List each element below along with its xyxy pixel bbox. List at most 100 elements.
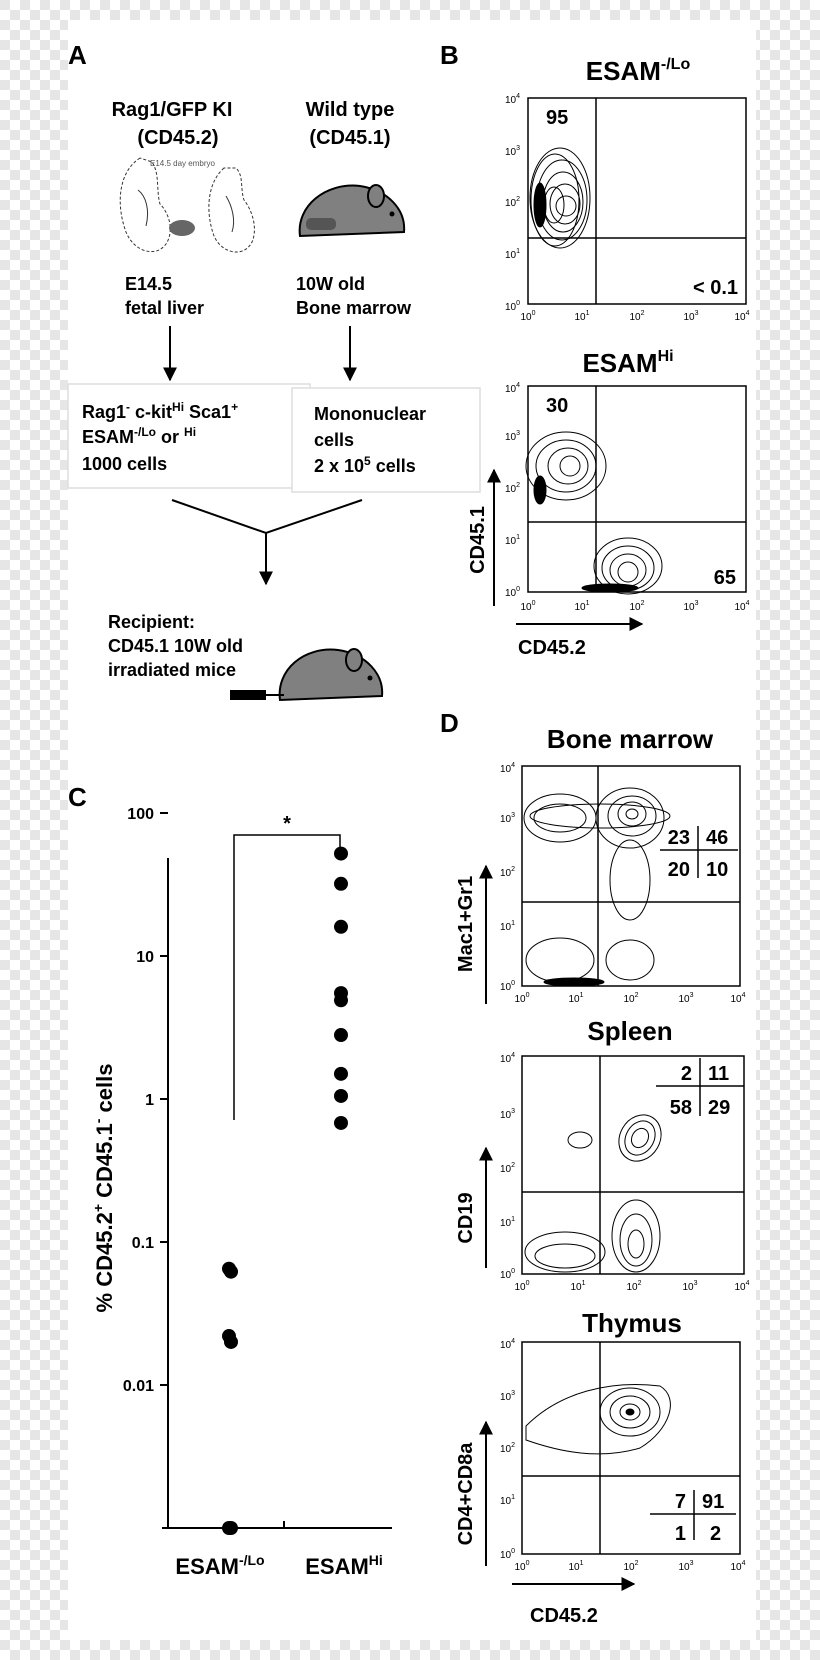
svg-text:101: 101 bbox=[500, 1494, 515, 1507]
data-point bbox=[334, 1028, 348, 1043]
svg-text:101: 101 bbox=[568, 992, 583, 1005]
svg-text:100: 100 bbox=[514, 992, 529, 1005]
svg-text:103: 103 bbox=[500, 812, 515, 825]
data-points bbox=[222, 846, 348, 1535]
panel-c-letter: C bbox=[68, 782, 87, 812]
data-point bbox=[334, 846, 348, 861]
recipient-line-1: Recipient: bbox=[108, 612, 195, 632]
svg-text:104: 104 bbox=[734, 600, 749, 613]
svg-text:102: 102 bbox=[505, 196, 520, 209]
flow-plot-esam-hi: ESAMHi 30 65 100 101 102 bbox=[505, 348, 750, 613]
quadrant-ll: 58 bbox=[670, 1097, 692, 1119]
x-tick-labels: 100 101 102 103 104 bbox=[520, 310, 749, 323]
svg-text:101: 101 bbox=[570, 1280, 585, 1293]
flow-plot-spleen: Spleen 2 11 58 29 100 1 bbox=[455, 1016, 750, 1293]
c-y-axis-label: % CD45.2+ CD45.1- cells bbox=[90, 1064, 117, 1313]
svg-text:101: 101 bbox=[574, 600, 589, 613]
svg-text:100: 100 bbox=[500, 980, 515, 993]
wildtype-mouse-icon bbox=[298, 184, 406, 238]
x-tick-labels: 100 101 102 103 104 bbox=[514, 992, 745, 1005]
donor-label-2: (CD45.2) bbox=[137, 127, 218, 149]
y-tick-labels: 100 101 102 103 104 bbox=[505, 382, 520, 599]
plot-title: ESAMHi bbox=[582, 348, 673, 378]
d-x-axis-label: CD45.2 bbox=[530, 1605, 598, 1627]
quadrant-ll: 1 bbox=[675, 1523, 686, 1545]
svg-text:103: 103 bbox=[683, 310, 698, 323]
svg-text:100: 100 bbox=[520, 600, 535, 613]
svg-text:100: 100 bbox=[514, 1560, 529, 1573]
support-cells-box bbox=[291, 387, 481, 493]
svg-text:101: 101 bbox=[568, 1560, 583, 1573]
wt-label-1: Wild type bbox=[306, 99, 395, 121]
data-point bbox=[334, 876, 348, 891]
donor-cells-line-2: ESAM-/Lo or Hi bbox=[82, 425, 196, 447]
wt-label-2: (CD45.1) bbox=[309, 127, 390, 149]
quadrant-upper-left: 95 bbox=[546, 107, 568, 129]
svg-text:101: 101 bbox=[505, 534, 520, 547]
panel-b: B ESAM-/Lo 95 < 0.1 100 101 102 bbox=[440, 40, 750, 659]
y-tick-label: 0.1 bbox=[132, 1235, 154, 1252]
panel-a: A Rag1/GFP KI (CD45.2) Wild type (CD45.1… bbox=[67, 40, 481, 702]
svg-text:103: 103 bbox=[505, 145, 520, 158]
embryo-sketch: E14.5 day embryo bbox=[105, 150, 275, 262]
svg-text:104: 104 bbox=[505, 93, 520, 106]
significance-star: * bbox=[283, 813, 291, 835]
svg-text:104: 104 bbox=[500, 1052, 515, 1065]
category-label-esam-lo: ESAM-/Lo bbox=[175, 1552, 264, 1579]
recipient-mouse-icon bbox=[230, 648, 384, 702]
svg-text:103: 103 bbox=[500, 1390, 515, 1403]
quadrant-ul: 7 bbox=[675, 1491, 686, 1513]
panel-b-letter: B bbox=[440, 40, 459, 70]
flow-plot-bone-marrow: Bone marrow 23 46 20 10 bbox=[455, 724, 746, 1005]
bm-y-axis-label: Mac1+Gr1 bbox=[455, 876, 477, 972]
svg-text:101: 101 bbox=[574, 310, 589, 323]
svg-text:104: 104 bbox=[734, 310, 749, 323]
quadrant-lower-right: 65 bbox=[714, 567, 736, 589]
donor-label-1: Rag1/GFP KI bbox=[112, 99, 233, 121]
population-contour bbox=[529, 147, 591, 249]
flow-plot-esam-lo: ESAM-/Lo 95 < 0.1 100 101 102 103 bbox=[505, 56, 750, 323]
plot-title: Bone marrow bbox=[547, 724, 714, 754]
quadrant-upper-left: 30 bbox=[546, 395, 568, 417]
svg-text:102: 102 bbox=[623, 992, 638, 1005]
data-point bbox=[224, 1264, 238, 1279]
x-tick-labels: 100 101 102 103 104 bbox=[514, 1560, 745, 1573]
plot-title: Thymus bbox=[582, 1308, 682, 1338]
donor-cells-box bbox=[67, 383, 311, 489]
data-point bbox=[334, 1088, 348, 1103]
significance-bracket bbox=[233, 834, 341, 1120]
quadrant-ul: 2 bbox=[681, 1063, 692, 1085]
svg-text:103: 103 bbox=[678, 1560, 693, 1573]
plot-title: Spleen bbox=[587, 1016, 672, 1046]
svg-text:100: 100 bbox=[505, 300, 520, 313]
data-point bbox=[334, 993, 348, 1008]
svg-text:103: 103 bbox=[682, 1280, 697, 1293]
population-contour bbox=[523, 787, 671, 987]
donor-cells-line-1: Rag1- c-kitHi Sca1+ bbox=[82, 400, 238, 422]
panel-d-letter: D bbox=[440, 708, 459, 738]
svg-text:101: 101 bbox=[500, 920, 515, 933]
svg-text:100: 100 bbox=[505, 586, 520, 599]
quadrant-lower-right: < 0.1 bbox=[693, 277, 738, 299]
svg-text:102: 102 bbox=[626, 1280, 641, 1293]
y-tick-label: 0.01 bbox=[123, 1378, 154, 1395]
svg-text:103: 103 bbox=[500, 1108, 515, 1121]
svg-text:100: 100 bbox=[520, 310, 535, 323]
y-tick-labels: 100 101 102 103 104 bbox=[500, 1338, 515, 1561]
b-x-axis-label: CD45.2 bbox=[518, 637, 586, 659]
support-cells-line-1: Mononuclear bbox=[314, 404, 426, 424]
thymus-y-axis-label: CD4+CD8a bbox=[455, 1442, 477, 1546]
source-1a: E14.5 bbox=[125, 274, 172, 294]
recipient-line-2: CD45.1 10W old bbox=[108, 636, 243, 656]
sketch-caption: E14.5 day embryo bbox=[150, 159, 215, 168]
data-point bbox=[334, 919, 348, 934]
svg-text:100: 100 bbox=[514, 1280, 529, 1293]
svg-text:100: 100 bbox=[500, 1548, 515, 1561]
svg-text:104: 104 bbox=[505, 382, 520, 395]
population-contour bbox=[525, 431, 663, 595]
svg-text:104: 104 bbox=[500, 762, 515, 775]
data-point bbox=[334, 1115, 348, 1130]
svg-text:102: 102 bbox=[500, 866, 515, 879]
